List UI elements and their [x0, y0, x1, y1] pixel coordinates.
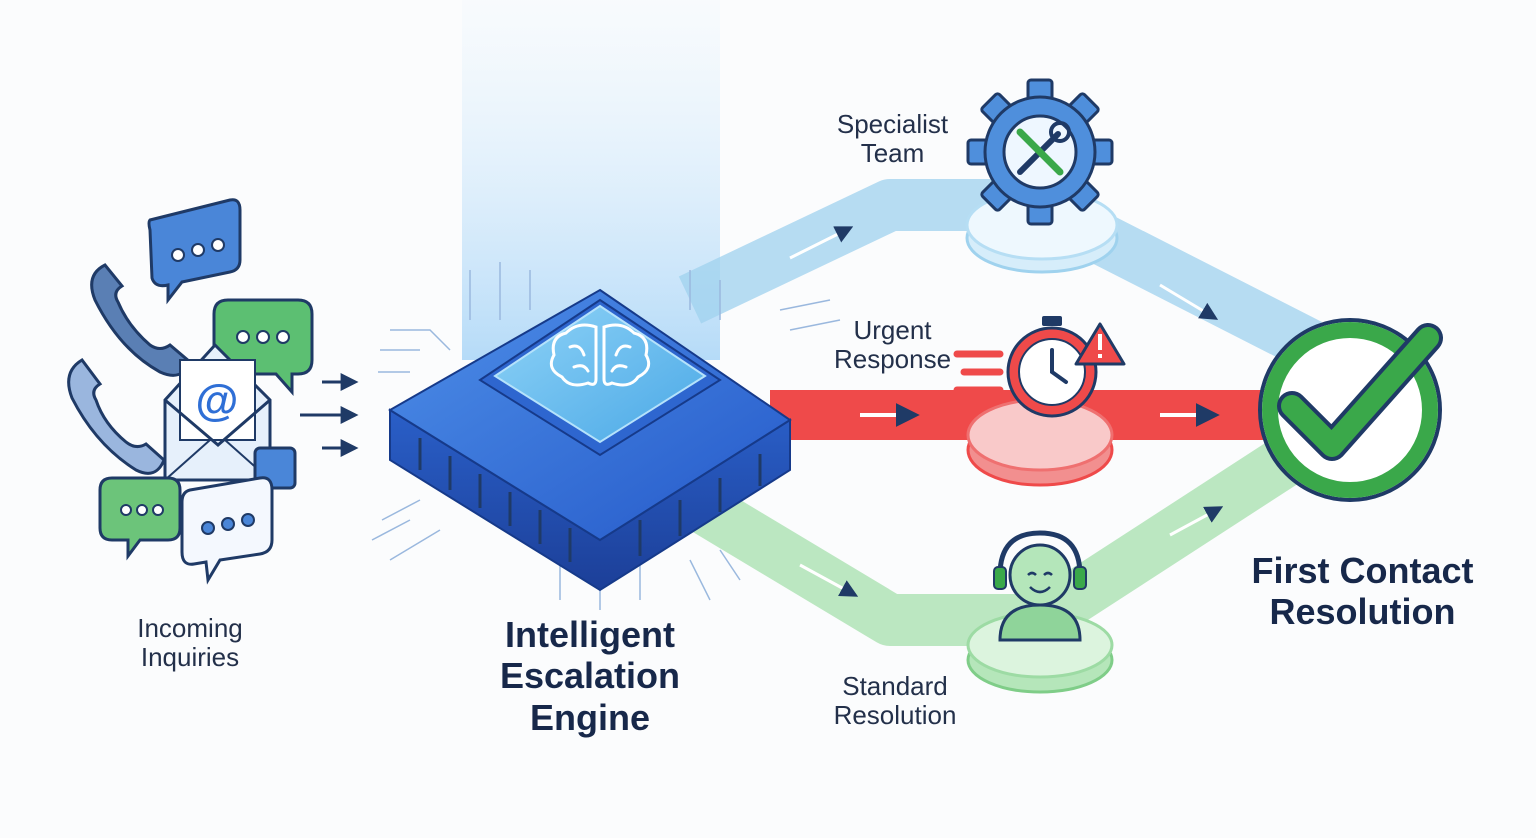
- specialist-team-label: Specialist Team: [800, 109, 985, 169]
- route-bands: [676, 179, 1325, 646]
- incoming-arrows: [300, 373, 359, 457]
- urgent-label-line-2: Response: [833, 344, 952, 375]
- specialist-label-line-2: Team: [860, 138, 925, 169]
- engine-chip: [388, 288, 792, 592]
- engine-label-line-2: Escalation: [499, 655, 681, 697]
- phone-icon: [67, 358, 166, 475]
- standard-arrow-1: [799, 563, 859, 597]
- specialist-arrow-1: [789, 226, 854, 260]
- brain-icon: [549, 323, 651, 387]
- incoming-label-line-2: Inquiries: [140, 642, 240, 673]
- svg-text:@: @: [196, 376, 239, 425]
- engine-label-line-3: Engine: [529, 696, 650, 738]
- chat-bubble-icon: [98, 476, 182, 561]
- incoming-inquiries-label: Incoming Inquiries: [100, 613, 280, 673]
- support-agent-icon: [993, 530, 1087, 642]
- urgent-label-line-1: Urgent: [853, 315, 932, 345]
- first-contact-resolution-label: First Contact Resolution: [1225, 550, 1500, 633]
- outcome-label-line-1: First Contact: [1251, 550, 1474, 591]
- urgent-node: [966, 398, 1114, 487]
- urgent-response-label: Urgent Response: [800, 315, 985, 375]
- standard-label-line-1: Standard: [842, 671, 948, 701]
- engine-label: Intelligent Escalation Engine: [460, 614, 720, 738]
- email-icon: @: [163, 342, 272, 482]
- gear-wrench-icon: [966, 78, 1114, 226]
- specialist-label-line-1: Specialist: [836, 109, 949, 139]
- incoming-label-line-1: Incoming: [137, 613, 243, 643]
- checkmark-icon: [1258, 318, 1443, 502]
- specialist-route-band: [678, 179, 1322, 369]
- engine-label-line-1: Intelligent: [505, 614, 675, 655]
- chat-bubble-icon: [180, 476, 274, 585]
- standard-label-line-2: Resolution: [833, 700, 957, 731]
- outcome-label-line-2: Resolution: [1269, 591, 1456, 633]
- stopwatch-alert-icon: [953, 316, 1126, 418]
- incoming-inquiries-icons: @: [67, 198, 314, 585]
- specialist-arrow-2: [1159, 283, 1219, 320]
- chat-bubble-icon: [147, 198, 242, 305]
- standard-resolution-label: Standard Resolution: [800, 671, 990, 731]
- standard-arrow-2: [1169, 506, 1224, 537]
